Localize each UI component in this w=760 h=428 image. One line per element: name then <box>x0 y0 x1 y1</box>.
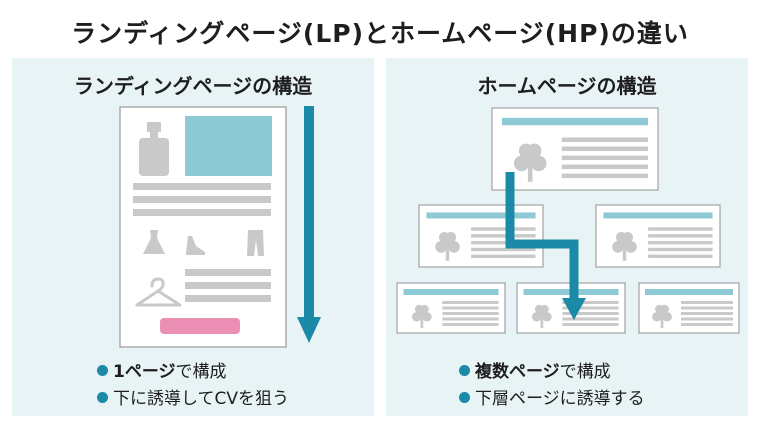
page-text-line <box>471 240 536 245</box>
page-text-line <box>471 254 536 259</box>
page-text-line <box>471 227 536 231</box>
hp-second-level-page <box>418 204 544 268</box>
hp-third-level-page <box>396 282 506 334</box>
page-text-line <box>562 317 619 321</box>
page-text-line <box>648 227 713 231</box>
hp-navigation-arrow <box>505 172 579 300</box>
hp-top-page <box>491 107 659 191</box>
page-text-line <box>681 301 733 304</box>
lp-text-line <box>185 269 271 276</box>
lp-scroll-arrow <box>297 106 321 343</box>
page-text-line <box>471 234 536 238</box>
lp-text-line <box>133 183 271 190</box>
page-text-line <box>442 306 499 310</box>
lp-page <box>119 106 287 348</box>
cta-button <box>160 318 240 334</box>
page-text-line <box>681 317 733 321</box>
tree-icon <box>411 304 432 328</box>
page-text-line <box>562 306 619 310</box>
page-header-bar <box>403 289 499 295</box>
page-text-line <box>442 323 499 326</box>
bullet-dot <box>97 365 108 376</box>
page-text-line <box>442 301 499 304</box>
main-title: ランディングページ(LP)とホームページ(HP)の違い <box>71 19 689 48</box>
page-text-line <box>562 323 619 326</box>
hp-bullet-1: 複数ページで構成 <box>459 357 611 382</box>
lp-bullet-1: 1ページで構成 <box>97 357 227 382</box>
page-header-bar <box>603 212 713 219</box>
bullet-dot <box>97 392 108 403</box>
page-text-line <box>561 173 649 179</box>
page-text-line <box>442 312 499 315</box>
page-text-line <box>681 306 733 310</box>
page-text-line <box>471 247 536 252</box>
page-text-line <box>562 312 619 315</box>
page-text-line <box>561 164 649 170</box>
lp-text-line <box>185 295 271 302</box>
page-text-line <box>648 254 713 259</box>
page-header-bar <box>426 212 536 219</box>
pants-icon <box>247 230 264 256</box>
page-text-line <box>442 317 499 321</box>
tree-icon <box>435 231 460 261</box>
bullet-dot <box>459 365 470 376</box>
hp-arrow-head <box>562 298 586 320</box>
lp-bullet-2: 下に誘導してCVを狙う <box>97 384 289 409</box>
page-header-bar <box>501 117 649 126</box>
hp-third-level-page <box>638 282 740 334</box>
page-text-line <box>561 146 649 152</box>
lp-text-line <box>133 209 271 216</box>
hp-bullet-2: 下層ページに誘導する <box>459 384 645 409</box>
hp-panel-title: ホームページの構造 <box>477 74 657 98</box>
tree-icon <box>531 304 552 328</box>
page-text-line <box>681 323 733 326</box>
page-text-line <box>648 240 713 245</box>
page-text-line <box>648 234 713 238</box>
lp-text-line <box>185 282 271 289</box>
lp-hero-image <box>185 116 272 176</box>
lp-panel-title: ランディングページの構造 <box>73 74 313 98</box>
hanger-icon <box>135 277 182 307</box>
lp-text-line <box>133 196 271 203</box>
page-text-line <box>561 137 649 143</box>
tree-icon <box>513 143 547 182</box>
heel-icon <box>186 236 205 255</box>
page-text-line <box>562 301 619 304</box>
dress-icon <box>143 230 165 254</box>
tree-icon <box>612 231 637 261</box>
page-text-line <box>561 155 649 161</box>
page-header-bar <box>645 289 733 295</box>
page-text-line <box>648 247 713 252</box>
hp-second-level-page <box>595 204 721 268</box>
bottle-icon <box>139 122 169 176</box>
tree-icon <box>652 304 672 328</box>
page-text-line <box>681 312 733 315</box>
bullet-dot <box>459 392 470 403</box>
